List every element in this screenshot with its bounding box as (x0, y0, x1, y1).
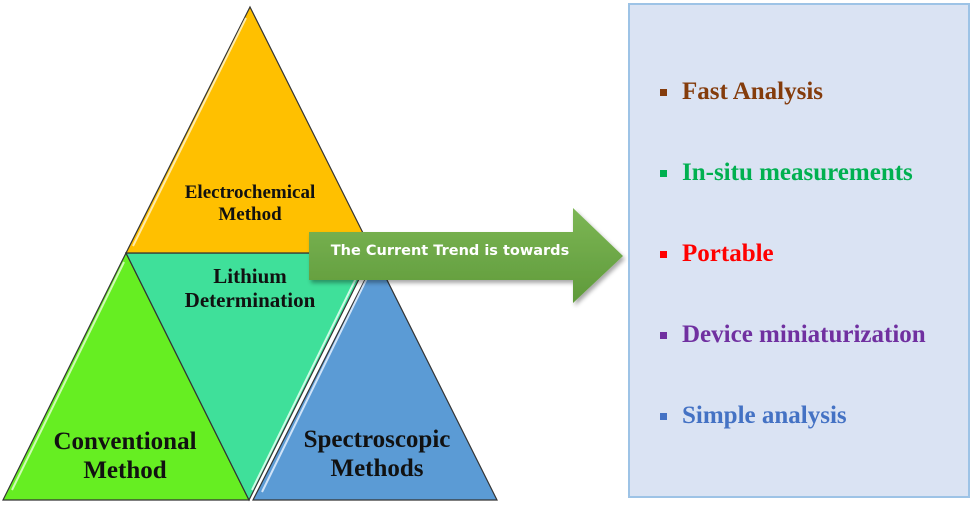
trend-item-in-situ: In-situ measurements (660, 159, 913, 187)
square-bullet-icon (660, 169, 667, 177)
square-bullet-icon (660, 88, 667, 96)
spectroscopic-methods-triangle (252, 256, 498, 501)
trend-item-simple-analysis: Simple analysis (660, 402, 847, 430)
trend-arrow (309, 208, 623, 303)
trend-item-portable: Portable (660, 240, 774, 268)
trend-item-fast-analysis: Fast Analysis (660, 78, 823, 106)
conventional-method-label: Conventional Method (53, 428, 197, 484)
electrochemical-method-triangle (125, 5, 374, 254)
lithium-determination-label: Lithium Determination (184, 264, 316, 313)
trend-panel: Fast Analysis In-situ measurements Porta… (628, 3, 970, 498)
electrochemical-method-label: Electrochemical Method (184, 182, 316, 225)
trend-item-miniaturization: Device miniaturization (660, 321, 926, 349)
square-bullet-icon (660, 250, 667, 258)
trend-arrow-label: The Current Trend is towards (330, 243, 570, 259)
square-bullet-icon (660, 331, 667, 339)
spectroscopic-methods-label: Spectroscopic Methods (303, 426, 451, 482)
square-bullet-icon (660, 412, 667, 420)
